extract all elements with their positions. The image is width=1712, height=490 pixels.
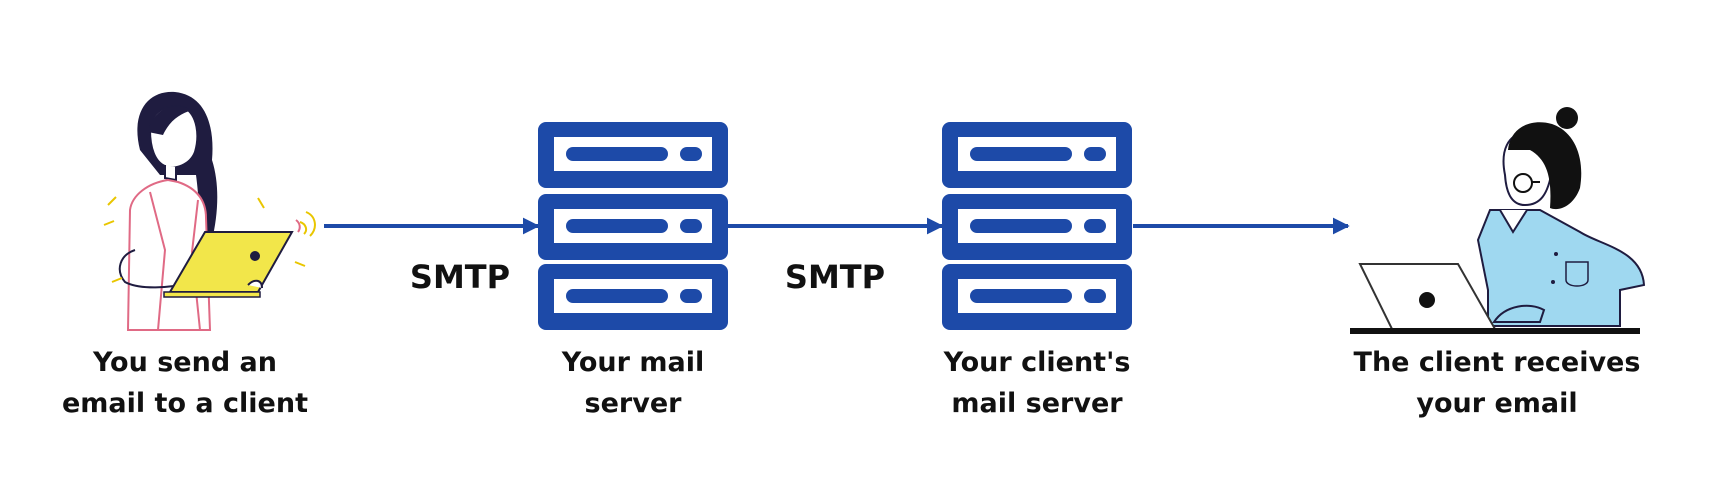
node-label-line: You send an (92, 347, 278, 378)
woman-with-laptop-icon (103, 91, 316, 331)
node-label-line: mail server (951, 388, 1123, 419)
node-label-line: email to a client (61, 388, 308, 419)
protocol-label-smtp-1: SMTP (409, 258, 511, 296)
node-label-line: Your mail (561, 347, 705, 378)
protocol-label-smtp-2: SMTP (784, 258, 886, 296)
node-label-line: The client receives (1353, 347, 1641, 378)
node-label-line: your email (1416, 388, 1578, 419)
person-at-laptop-icon (1350, 107, 1646, 334)
node-label-line: server (584, 388, 682, 419)
mail-server-icon (538, 122, 728, 330)
node-label-receiver: The client receives your email (1327, 342, 1667, 424)
node-label-your-server: Your mail server (463, 342, 803, 424)
mail-server-icon (942, 122, 1132, 330)
node-label-client-server: Your client's mail server (867, 342, 1207, 424)
node-label-line: Your client's (943, 347, 1131, 378)
node-label-sender: You send an email to a client (15, 342, 355, 424)
